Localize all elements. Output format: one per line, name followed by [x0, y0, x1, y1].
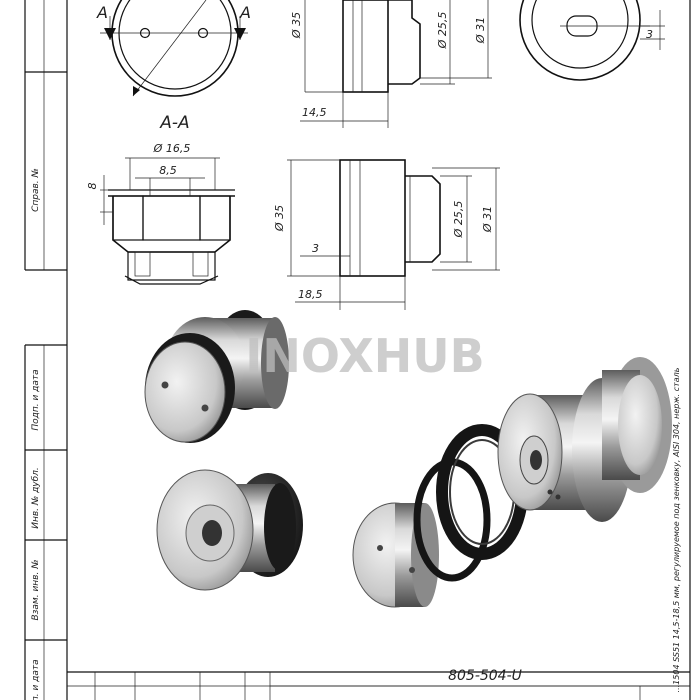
side-label-vzam-inv: Взам. инв. №	[31, 559, 41, 620]
section-marker-left: A	[96, 3, 108, 22]
end-view-top-left: A A	[96, 0, 251, 97]
dim-top-dia31: Ø 31	[474, 17, 487, 44]
dim-top-dia255: Ø 25,5	[436, 12, 449, 50]
right-side-note: ...1504 SS51 14,5-18,5 мм, регулируемое …	[672, 367, 681, 692]
dim-sec-8: 8	[86, 183, 99, 190]
side-label-podp1: Подп. и дата	[31, 369, 41, 430]
render-assembled-back	[156, 469, 303, 591]
dim-mid-length: 18,5	[298, 288, 323, 301]
sheet-frame	[66, 0, 691, 700]
section-label: A-A	[159, 113, 189, 133]
side-label-podp2: Подп. и дата	[31, 659, 41, 700]
dim-top-length: 14,5	[302, 106, 327, 119]
render-exploded-view	[352, 357, 672, 608]
section-arrow-right	[234, 28, 246, 40]
side-stamp-column: Справ. № Подп. и дата Инв. № дубл. Взам.…	[24, 0, 67, 700]
dim-mid-dia31: Ø 31	[481, 206, 494, 233]
dim-mid-dia255: Ø 25,5	[452, 201, 465, 239]
side-view-top	[300, 0, 492, 128]
end-view-top-right	[519, 0, 665, 81]
section-view-a-a	[100, 157, 235, 285]
side-label-inv-dubl: Инв. № дубл.	[31, 467, 41, 529]
dim-end-three: 3	[646, 28, 653, 41]
title-block: 805-504-U	[67, 668, 690, 700]
section-marker-right: A	[239, 3, 251, 22]
section-arrow-left	[104, 28, 116, 40]
dim-sec-85: 8,5	[159, 164, 177, 177]
dim-top-dia35: Ø 35	[290, 12, 303, 39]
dim-sec-dia165: Ø 16,5	[153, 142, 191, 155]
side-view-middle	[287, 159, 500, 310]
dim-mid-dia35: Ø 35	[273, 205, 286, 232]
side-label-sprav: Справ. №	[31, 168, 41, 212]
watermark-text: INOXHUB	[245, 329, 484, 383]
dim-mid-three: 3	[312, 242, 319, 255]
render-assembled-front	[144, 310, 289, 443]
document-number: 805-504-U	[448, 668, 522, 684]
